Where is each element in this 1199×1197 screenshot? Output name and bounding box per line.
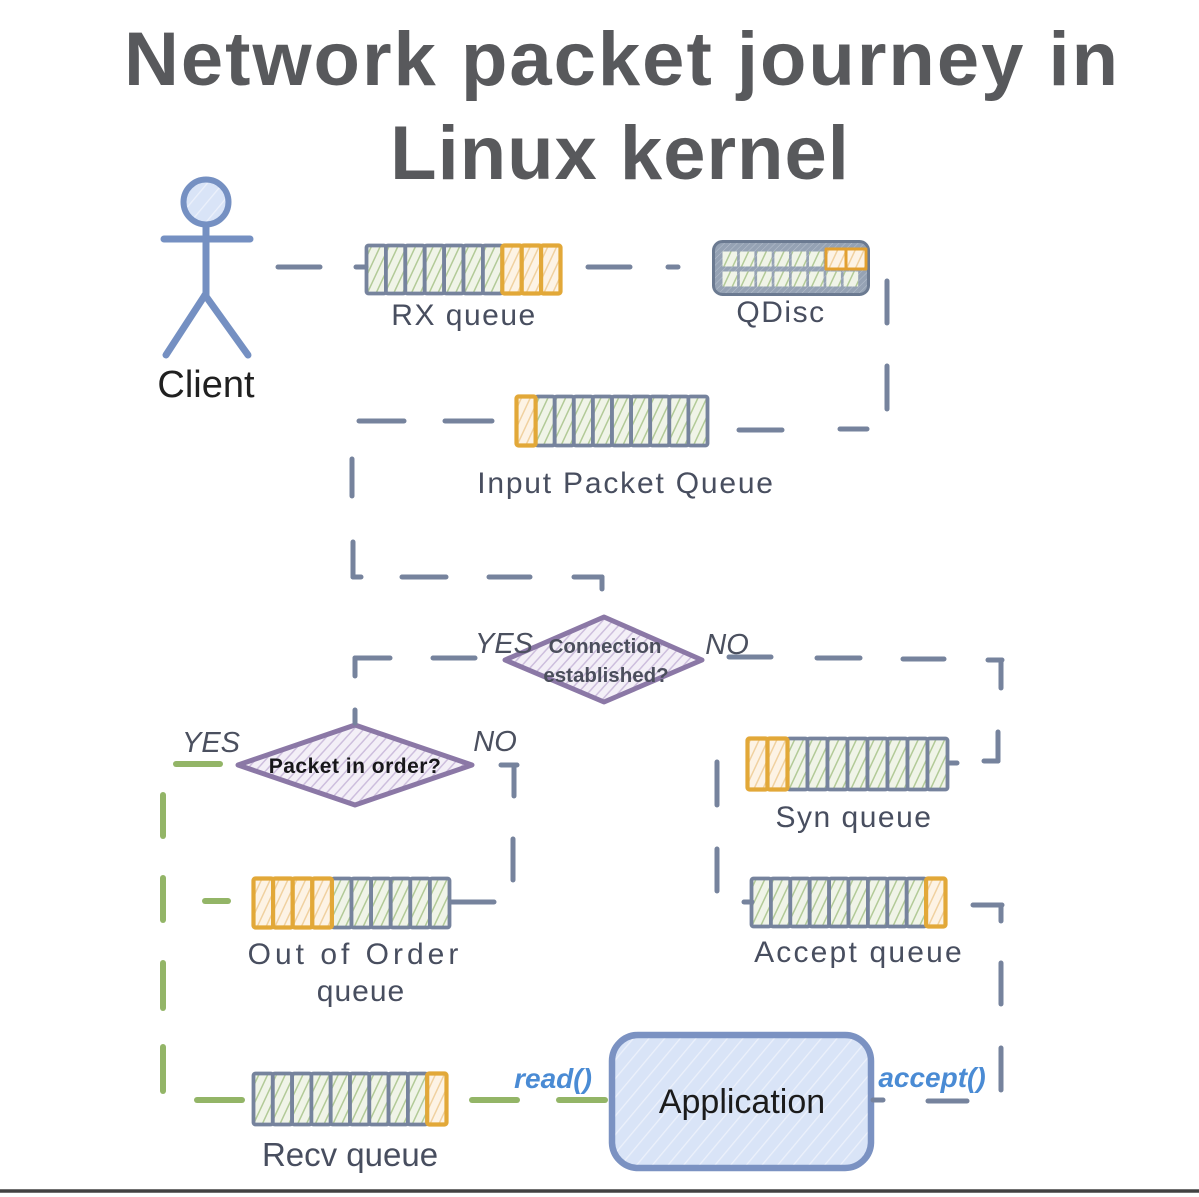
svg-text:accept(): accept()	[878, 1062, 985, 1093]
svg-text:YES: YES	[475, 628, 534, 660]
svg-text:Linux kernel: Linux kernel	[390, 111, 850, 196]
svg-text:YES: YES	[182, 727, 241, 759]
svg-text:Out of Order: Out of Order	[248, 938, 463, 971]
svg-text:Application: Application	[659, 1083, 825, 1121]
svg-text:NO: NO	[473, 726, 517, 758]
svg-text:Accept queue: Accept queue	[754, 936, 964, 969]
svg-text:read(): read()	[514, 1063, 592, 1094]
svg-text:queue: queue	[317, 975, 405, 1008]
svg-text:Input Packet Queue: Input Packet Queue	[477, 467, 775, 500]
svg-text:QDisc: QDisc	[736, 296, 825, 329]
svg-text:RX queue: RX queue	[391, 299, 536, 332]
svg-text:established?: established?	[543, 664, 668, 687]
svg-text:Network packet journey in: Network packet journey in	[124, 17, 1120, 102]
svg-text:Recv queue: Recv queue	[262, 1136, 438, 1173]
svg-text:Syn queue: Syn queue	[776, 801, 933, 834]
svg-text:Connection: Connection	[549, 635, 662, 658]
svg-text:Packet in order?: Packet in order?	[269, 755, 442, 778]
svg-text:Client: Client	[157, 364, 255, 406]
